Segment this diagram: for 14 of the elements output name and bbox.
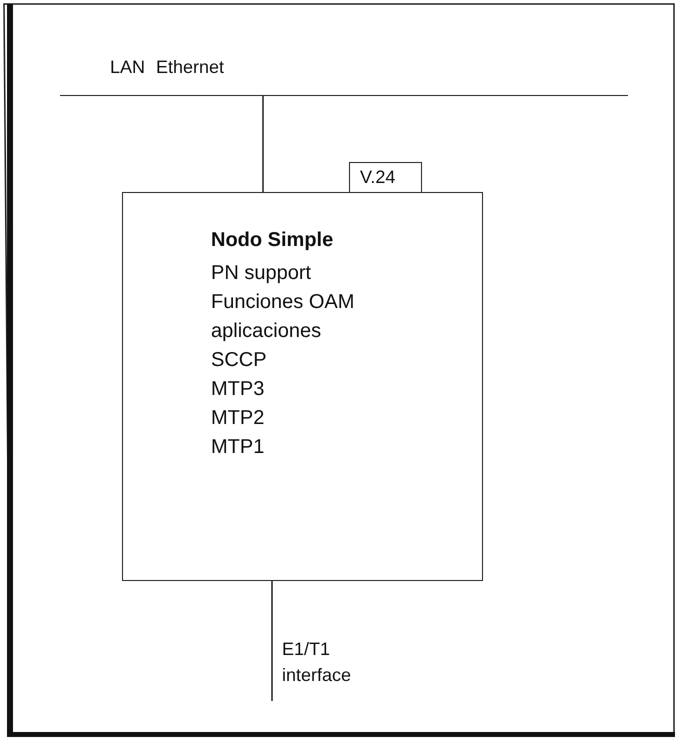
connector-line [271,581,273,701]
layer-label: MTP2 [211,407,264,430]
layer-label: MTP1 [211,436,264,459]
layer-label: Funciones OAM [211,291,354,314]
layer-label: SCCP [211,349,267,372]
node-box [122,192,483,581]
layer-label: aplicaciones [211,320,322,343]
layer-label: PN support [211,262,312,285]
port-label: V.24 [360,167,396,188]
connector-line [262,96,264,192]
layer-label: MTP3 [211,378,264,401]
node-title: Nodo Simple [211,229,334,252]
network-label: LAN Ethernet [110,57,224,78]
port-label-box [349,162,422,193]
